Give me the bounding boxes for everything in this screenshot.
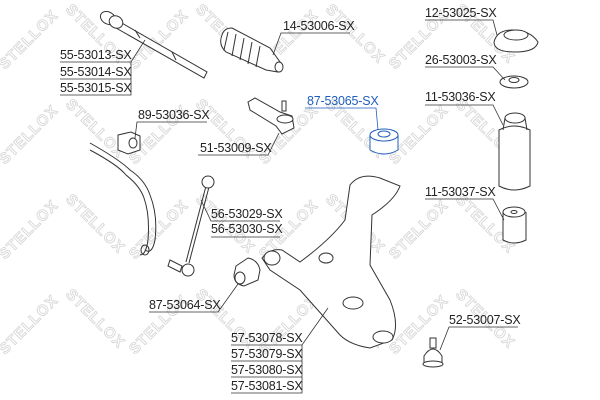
strut-mount-drawing xyxy=(493,29,539,53)
tie-rod-drawing xyxy=(99,10,208,79)
label-steering-boot[interactable]: 14-53006-SX xyxy=(283,19,355,33)
label-ball-joint[interactable]: 52-53007-SX xyxy=(449,313,521,327)
bump-stop-drawing xyxy=(502,206,527,244)
label-control-arm-3[interactable]: 57-53080-SX xyxy=(231,363,303,377)
leader-lines xyxy=(60,19,518,394)
watermark-text: STELLOX xyxy=(0,102,62,168)
label-strut-mount[interactable]: 12-53025-SX xyxy=(425,6,497,20)
label-dust-boot[interactable]: 11-53036-SX xyxy=(425,90,496,104)
label-tie-rod-3[interactable]: 55-53015-SX xyxy=(60,81,132,95)
label-arm-bushing-front[interactable]: 87-53064-SX xyxy=(149,298,221,312)
strut-bearing-drawing xyxy=(499,75,529,89)
watermark-text: STELLOX xyxy=(62,96,128,162)
label-bump-stop[interactable]: 11-53037-SX xyxy=(425,185,496,199)
watermark-text: STELLOX xyxy=(62,286,128,352)
label-control-arm-2[interactable]: 57-53079-SX xyxy=(231,347,303,361)
label-control-arm-1[interactable]: 57-53078-SX xyxy=(231,331,303,345)
label-tie-rod-1[interactable]: 55-53013-SX xyxy=(60,48,132,62)
tie-rod-end-drawing xyxy=(247,97,295,135)
dust-boot-drawing xyxy=(498,112,531,191)
watermark-text: STELLOX xyxy=(386,197,452,263)
label-arm-bushing-rear[interactable]: 87-53065-SX xyxy=(307,94,379,108)
label-control-arm-4[interactable]: 57-53081-SX xyxy=(231,379,303,393)
label-stabilizer-bushing[interactable]: 89-53036-SX xyxy=(138,108,210,122)
label-tie-rod-2[interactable]: 55-53014-SX xyxy=(60,65,132,79)
watermark-text: STELLOX xyxy=(0,197,62,263)
watermark-text: STELLOX xyxy=(62,191,128,257)
label-stabilizer-link-1[interactable]: 56-53029-SX xyxy=(211,207,283,221)
steering-boot-drawing xyxy=(220,27,284,73)
watermark-text: STELLOX xyxy=(0,292,62,358)
ball-joint-drawing xyxy=(422,337,444,368)
arm-bushing-rear-drawing xyxy=(369,128,399,155)
stabilizer-link-drawing xyxy=(167,175,215,277)
watermark-text: STELLOX xyxy=(322,1,388,67)
label-tie-rod-end[interactable]: 51-53009-SX xyxy=(200,141,272,155)
label-strut-bearing[interactable]: 26-53003-SX xyxy=(425,53,497,67)
arm-bushing-front-drawing xyxy=(233,257,261,287)
label-stabilizer-link-2[interactable]: 56-53030-SX xyxy=(211,222,283,236)
stabilizer-bushing-drawing xyxy=(117,131,141,155)
stabilizer-bar-drawing xyxy=(89,142,157,256)
control-arm-drawing xyxy=(261,175,401,349)
watermark-text: STELLOX xyxy=(0,7,62,73)
watermark-text: STELLOX xyxy=(126,197,192,263)
